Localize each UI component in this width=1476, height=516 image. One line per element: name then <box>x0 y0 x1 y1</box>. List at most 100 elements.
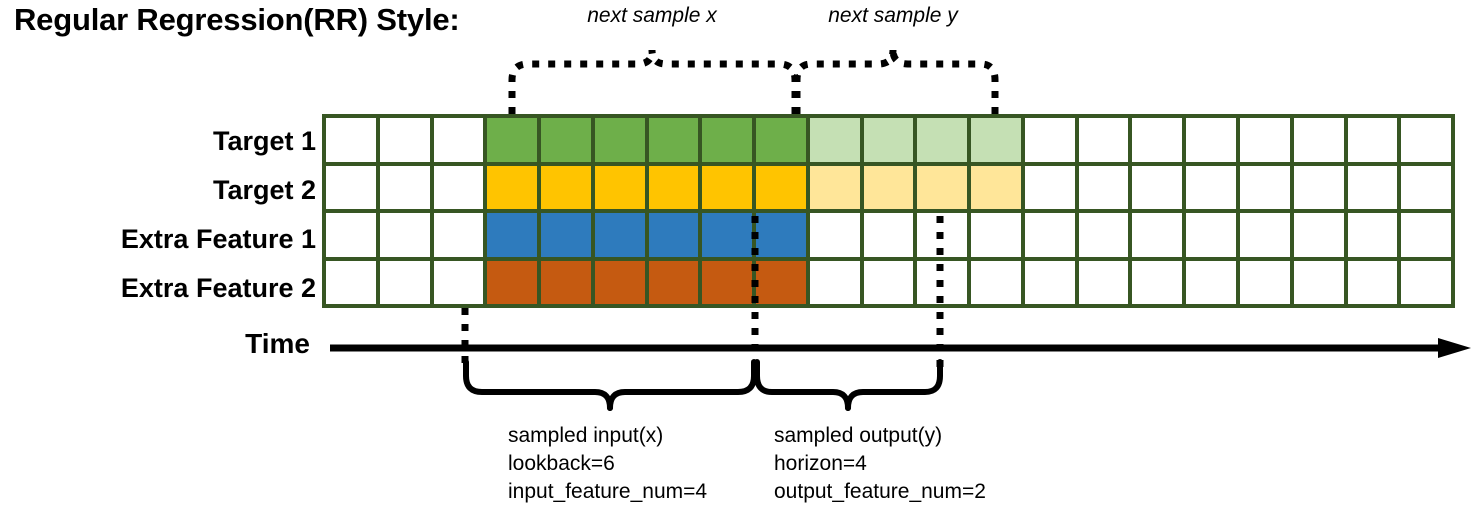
grid-cell <box>487 165 538 209</box>
caption-next-sample-y: next sample y <box>828 4 958 27</box>
grid-cell <box>917 165 968 209</box>
grid-cell <box>648 260 699 304</box>
grid-cell <box>433 118 484 162</box>
grid-cell <box>756 213 806 257</box>
grid-cell <box>756 118 806 162</box>
grid-cell <box>1024 118 1075 162</box>
row-label-extra-feature-2: Extra Feature 2 <box>120 273 316 303</box>
caption-sampled-input: sampled input(x) lookback=6 input_featur… <box>508 422 707 506</box>
grid-cell <box>1186 260 1237 304</box>
grid-cell <box>702 118 753 162</box>
grid-cell <box>648 213 699 257</box>
caption-sampled-input-line3: input_feature_num=4 <box>508 479 708 503</box>
grid-cell <box>863 165 914 209</box>
caption-sampled-input-line2: lookback=6 <box>508 451 615 475</box>
grid-cell <box>1401 165 1452 209</box>
grid-cell <box>433 165 484 209</box>
grid-cell <box>594 213 645 257</box>
caption-sampled-output: sampled output(y) horizon=4 output_featu… <box>774 422 986 506</box>
grid-row-extra-feature-2 <box>326 260 1452 304</box>
grid-cell <box>917 213 968 257</box>
grid-cell <box>1078 213 1129 257</box>
grid-cell <box>1293 118 1344 162</box>
grid-cell <box>863 213 914 257</box>
grid-cell <box>702 213 753 257</box>
grid-row-extra-feature-1 <box>326 213 1452 257</box>
grid-cell <box>971 260 1021 304</box>
grid-cell <box>702 165 753 209</box>
grid-cell <box>809 165 860 209</box>
top-brace-next-sample-y <box>793 49 999 114</box>
grid-cell <box>326 165 376 209</box>
grid-cell <box>971 118 1021 162</box>
page-title: Regular Regression(RR) Style: <box>14 2 460 37</box>
caption-sampled-input-line1: sampled input(x) <box>508 424 664 447</box>
grid-cell <box>809 213 860 257</box>
grid-cell <box>863 118 914 162</box>
grid-cell <box>1293 165 1344 209</box>
grid-cell <box>487 260 538 304</box>
grid-cell <box>1186 165 1237 209</box>
caption-next-sample-x: next sample x <box>587 4 717 27</box>
grid-cell <box>1293 213 1344 257</box>
grid-cell <box>594 165 645 209</box>
grid-cell <box>1078 260 1129 304</box>
grid-row-target-1 <box>326 118 1452 162</box>
time-axis-arrow <box>330 336 1476 360</box>
grid-cell <box>541 213 591 257</box>
grid-cell <box>379 213 430 257</box>
grid-cell <box>809 118 860 162</box>
grid-cell <box>326 213 376 257</box>
grid-cell <box>326 118 376 162</box>
grid-cell <box>756 260 806 304</box>
grid-cell <box>756 165 806 209</box>
grid-cell <box>1240 213 1290 257</box>
grid-cell <box>1240 118 1290 162</box>
grid-cell <box>1024 260 1075 304</box>
grid-cell <box>648 118 699 162</box>
grid-cell <box>1240 165 1290 209</box>
time-axis-label: Time <box>245 328 310 359</box>
grid-cell <box>971 213 1021 257</box>
grid-cell <box>863 260 914 304</box>
grid-cell <box>541 260 591 304</box>
grid-cell <box>809 260 860 304</box>
grid-cell <box>1186 213 1237 257</box>
grid-row-target-2 <box>326 165 1452 209</box>
grid-cell <box>1024 165 1075 209</box>
grid-cell <box>971 165 1021 209</box>
grid-cell <box>541 118 591 162</box>
grid-cell <box>1186 118 1237 162</box>
grid-cell <box>594 118 645 162</box>
grid-cell <box>1347 213 1398 257</box>
timeline-grid <box>322 114 1455 308</box>
grid-cell <box>1401 213 1452 257</box>
top-brace-next-sample-x <box>508 49 799 114</box>
grid-cell <box>917 260 968 304</box>
grid-cell <box>1078 165 1129 209</box>
grid-cell <box>1132 118 1183 162</box>
grid-cell <box>326 260 376 304</box>
bottom-brace-sampled-input <box>463 359 757 411</box>
row-label-target-1: Target 1 <box>212 126 316 156</box>
grid-cell <box>487 118 538 162</box>
caption-sampled-output-line1: sampled output(y) <box>774 424 943 447</box>
grid-cell <box>1293 260 1344 304</box>
grid-cell <box>648 165 699 209</box>
grid-cell <box>1132 213 1183 257</box>
grid-cell <box>1132 260 1183 304</box>
caption-sampled-output-line2: horizon=4 <box>774 451 867 475</box>
row-label-target-2: Target 2 <box>212 175 316 205</box>
grid-cell <box>917 118 968 162</box>
grid-cell <box>1240 260 1290 304</box>
grid-cell <box>1347 118 1398 162</box>
row-label-column: Target 1 Target 2 Extra Feature 1 Extra … <box>20 116 316 308</box>
grid-cell <box>379 260 430 304</box>
bottom-brace-sampled-output <box>754 359 943 411</box>
grid-cell <box>433 260 484 304</box>
grid-cell <box>1347 260 1398 304</box>
grid-cell <box>1078 118 1129 162</box>
grid-cell <box>541 165 591 209</box>
grid-cell <box>1401 118 1452 162</box>
